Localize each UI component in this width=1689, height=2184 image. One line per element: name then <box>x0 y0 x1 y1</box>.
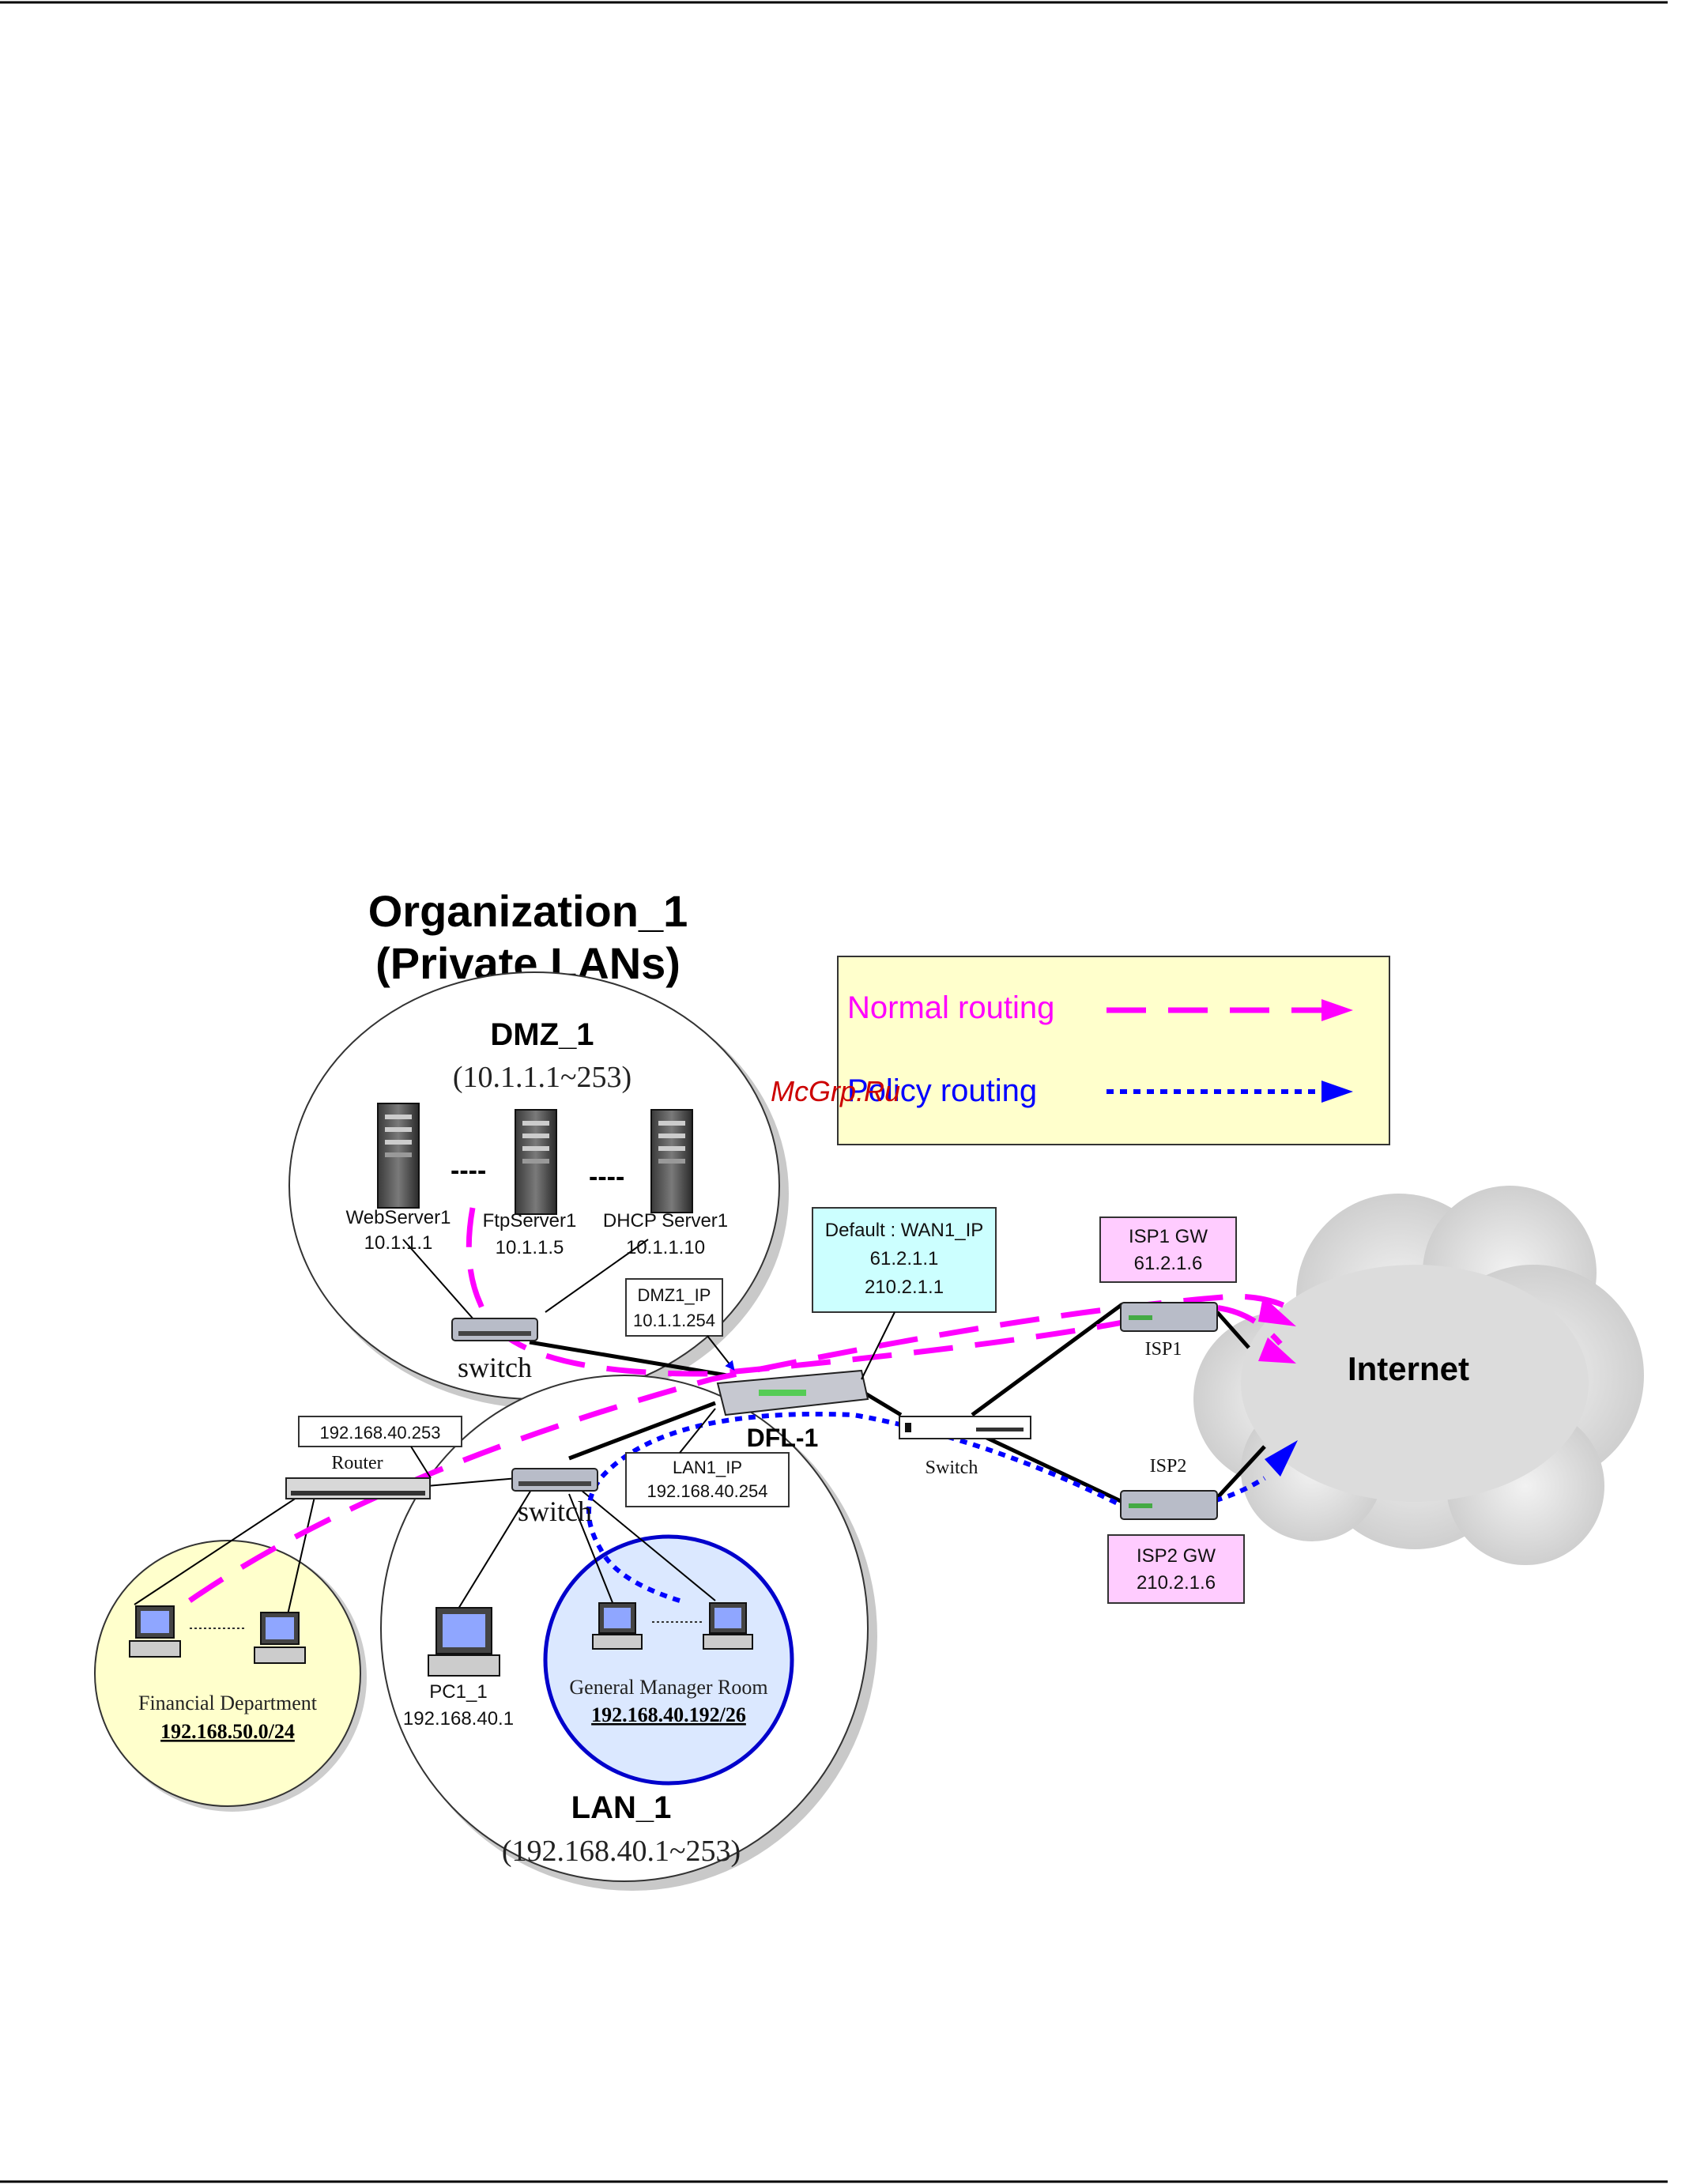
pc1-name: PC1_1 <box>429 1681 487 1703</box>
isp1-label: ISP1 <box>1145 1339 1182 1360</box>
lan-ip-callout: LAN1_IP 192.168.40.254 <box>625 1408 790 1507</box>
internet-cloud: Internet <box>1193 1186 1644 1565</box>
pc1-ip: 192.168.40.1 <box>403 1708 514 1729</box>
dmz-ip-name: DMZ1_IP <box>638 1285 711 1305</box>
dfl-label: DFL-1 <box>747 1424 819 1452</box>
server-name: FtpServer1 <box>483 1210 577 1232</box>
dmz-ip-callout: DMZ1_IP 10.1.1.254 <box>625 1278 735 1371</box>
server-name: WebServer1 <box>346 1207 451 1228</box>
legend-normal-arrow <box>1321 999 1353 1021</box>
legend-policy-label: Policy routing <box>847 1073 1037 1108</box>
links <box>134 1239 1266 1629</box>
financial-name: Financial Department <box>138 1692 318 1714</box>
normal-arrow-1 <box>1258 1296 1296 1326</box>
normal-route-financial <box>188 1293 1298 1603</box>
pc-financial-2 <box>254 1612 306 1664</box>
lan-range: (192.168.40.1~253) <box>502 1835 741 1868</box>
server-name: DHCP Server1 <box>603 1210 728 1232</box>
pc-financial-1 <box>129 1605 181 1658</box>
dmz-ip-value: 10.1.1.254 <box>633 1311 715 1330</box>
router-label: Router <box>331 1453 383 1473</box>
lan-switch-label: switch <box>518 1496 592 1527</box>
internet-label: Internet <box>1348 1350 1469 1387</box>
normal-arrow-2 <box>1258 1337 1296 1364</box>
isp1: ISP1 GW 61.2.1.6 ISP1 <box>1099 1216 1237 1360</box>
server-dhcpserver1: DHCP Server1 10.1.1.10 <box>603 1109 728 1258</box>
server-ellipsis-1: ---- <box>451 1156 486 1186</box>
server-ip: 10.1.1.1 <box>364 1232 433 1254</box>
pc-gm-2 <box>703 1602 753 1650</box>
legend: Normal routing Policy routing <box>837 956 1390 1145</box>
pc-gm-1 <box>592 1602 643 1650</box>
gm-room-subnet: 192.168.40.192/26 <box>591 1703 746 1726</box>
server-ftpserver1: FtpServer1 10.1.1.5 <box>483 1109 577 1258</box>
financial-zone: Financial Department 192.168.50.0/24 <box>94 1540 367 1812</box>
diagram-title: Organization_1 (Private LANs) <box>368 886 688 988</box>
default-line1: Default : WAN1_IP <box>825 1220 984 1241</box>
isp1-gw-name: ISP1 GW <box>1129 1226 1208 1247</box>
lan-switch: switch <box>511 1468 598 1527</box>
gm-room-zone: General Manager Room 192.168.40.192/26 <box>543 1534 794 1786</box>
legend-box <box>837 956 1390 1145</box>
legend-policy-arrow <box>1321 1081 1353 1103</box>
dmz-switch-label: switch <box>458 1352 532 1383</box>
wan-switch: Switch <box>899 1416 1031 1478</box>
legend-normal-label: Normal routing <box>847 990 1054 1025</box>
default-line3: 210.2.1.1 <box>865 1277 944 1298</box>
lan-ip-value: 192.168.40.254 <box>647 1481 768 1501</box>
pc1-1: PC1_1 192.168.40.1 <box>403 1607 514 1729</box>
financial-subnet: 192.168.50.0/24 <box>160 1720 295 1743</box>
router-ip-box: 192.168.40.253 <box>320 1423 441 1443</box>
dmz-switch: switch <box>451 1318 538 1383</box>
gm-room-name: General Manager Room <box>569 1676 767 1699</box>
isp1-gw-ip: 61.2.1.6 <box>1134 1253 1203 1274</box>
lan-title: LAN_1 <box>571 1790 672 1825</box>
policy-routing-paths <box>586 1412 1266 1603</box>
watermark: McGrp.Ru <box>771 1075 900 1107</box>
lan-ip-name: LAN1_IP <box>673 1458 742 1477</box>
server-ellipsis-2: ---- <box>589 1162 624 1192</box>
dmz-range: (10.1.1.1~253) <box>453 1061 631 1094</box>
policy-route <box>586 1412 1266 1603</box>
dfl-firewall: DFL-1 <box>716 1369 869 1452</box>
router: 192.168.40.253 Router <box>285 1416 462 1499</box>
isp2-gw-name: ISP2 GW <box>1137 1545 1216 1567</box>
default-line2: 61.2.1.1 <box>870 1248 939 1269</box>
default-wan-callout: Default : WAN1_IP 61.2.1.1 210.2.1.1 <box>812 1207 997 1380</box>
policy-arrow <box>1265 1440 1298 1477</box>
isp2-gw-ip: 210.2.1.6 <box>1137 1572 1216 1594</box>
isp2: ISP2 ISP2 GW 210.2.1.6 <box>1107 1456 1245 1604</box>
server-webserver1: WebServer1 10.1.1.1 <box>346 1103 451 1254</box>
title-line1: Organization_1 <box>368 886 688 936</box>
isp2-label: ISP2 <box>1150 1456 1187 1477</box>
server-ip: 10.1.1.10 <box>626 1237 705 1258</box>
server-ip: 10.1.1.5 <box>496 1237 564 1258</box>
dmz-title: DMZ_1 <box>490 1017 594 1052</box>
wan-switch-label: Switch <box>926 1458 978 1478</box>
